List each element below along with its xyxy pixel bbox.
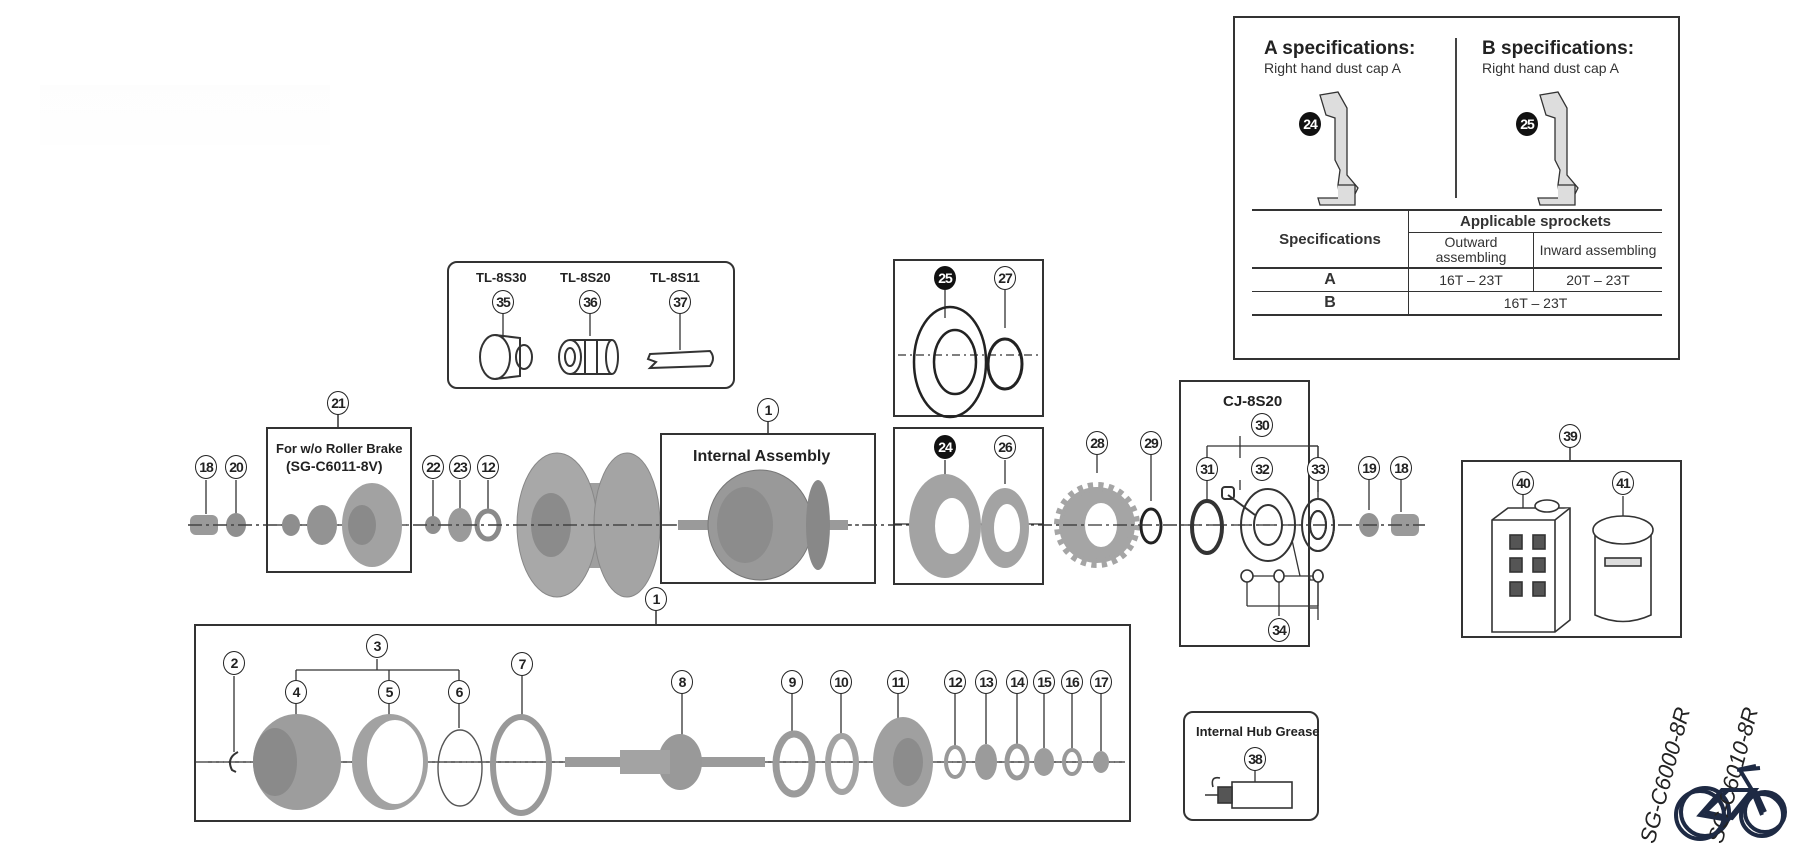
callout-24-spec: 24: [1299, 112, 1321, 136]
internal-hub-grease-label: Internal Hub Grease: [1196, 724, 1320, 739]
callout-38: 38: [1244, 747, 1266, 771]
callout-3: 3: [366, 634, 388, 658]
table-header-specifications: Specifications: [1252, 210, 1409, 268]
callout-25-spec: 25: [1516, 112, 1538, 136]
callout-29: 29: [1140, 431, 1162, 455]
callout-16: 16: [1061, 670, 1083, 694]
callout-19: 19: [1358, 456, 1380, 480]
table-row: B 16T – 23T: [1252, 291, 1662, 315]
table-cell-spec: B: [1252, 291, 1409, 315]
spec-a-subtitle: Right hand dust cap A: [1264, 60, 1401, 76]
sprocket-spec-table: Specifications Applicable sprockets Outw…: [1252, 209, 1662, 316]
callout-5: 5: [378, 680, 400, 704]
roller-brake-label-line2: (SG-C6011-8V): [286, 458, 383, 474]
internal-assembly-label: Internal Assembly: [693, 448, 831, 465]
callout-28: 28: [1086, 431, 1108, 455]
table-cell-outward: 16T – 23T: [1408, 268, 1534, 292]
callout-24: 24: [934, 435, 956, 459]
callout-23: 23: [449, 455, 471, 479]
spec-b-heading: B specifications: Right hand dust cap A: [1482, 38, 1634, 76]
callout-27: 27: [994, 266, 1016, 290]
callout-11: 11: [887, 670, 909, 694]
watermark: [40, 85, 330, 145]
callout-36: 36: [579, 290, 601, 314]
roller-brake-label-line1: For w/o Roller Brake: [276, 441, 403, 456]
callout-12-upper: 12: [477, 455, 499, 479]
table-cell-inward: 20T – 23T: [1566, 272, 1630, 288]
callout-31: 31: [1196, 457, 1218, 481]
callout-10: 10: [830, 670, 852, 694]
callout-41: 41: [1612, 471, 1634, 495]
callout-8: 8: [671, 670, 693, 694]
lower-internal-box: [194, 624, 1131, 822]
callout-6: 6: [448, 680, 470, 704]
table-cell-spec: A: [1252, 268, 1409, 292]
table-header-applicable-sprockets: Applicable sprockets: [1408, 210, 1662, 233]
callout-18-right: 18: [1390, 456, 1412, 480]
spec-a-title: A specifications:: [1264, 38, 1416, 59]
tool-name-tl-8s11: TL-8S11: [650, 270, 700, 285]
table-header-inward: Inward assembling: [1539, 241, 1657, 258]
callout-21: 21: [327, 391, 349, 415]
callout-33: 33: [1307, 457, 1329, 481]
callout-14: 14: [1006, 670, 1028, 694]
callout-1-lower: 1: [645, 587, 667, 611]
callout-2: 2: [223, 651, 245, 675]
spec-a-heading: A specifications: Right hand dust cap A: [1264, 38, 1415, 76]
callout-4: 4: [285, 680, 307, 704]
table-cell-combined: 16T – 23T: [1503, 295, 1568, 311]
table-header-outward: Outward assembling: [1408, 232, 1534, 268]
spec-b-subtitle: Right hand dust cap A: [1482, 60, 1619, 76]
cj-8s20-label: CJ-8S20: [1223, 393, 1283, 410]
callout-37: 37: [669, 290, 691, 314]
callout-15: 15: [1033, 670, 1055, 694]
callout-30: 30: [1251, 413, 1273, 437]
callout-25: 25: [934, 266, 956, 290]
callout-22: 22: [422, 455, 444, 479]
callout-26: 26: [994, 435, 1016, 459]
part-29-shape: [1139, 507, 1163, 545]
callout-39: 39: [1559, 424, 1581, 448]
spec-b-title: B specifications:: [1482, 38, 1635, 59]
callout-7: 7: [511, 652, 533, 676]
callout-9: 9: [781, 670, 803, 694]
tool-name-tl-8s20: TL-8S20: [560, 270, 611, 285]
cj-8s20-box: [1179, 380, 1310, 647]
callout-40: 40: [1512, 471, 1534, 495]
callout-18-left: 18: [195, 455, 217, 479]
callout-13: 13: [975, 670, 997, 694]
callout-20: 20: [225, 455, 247, 479]
callout-32: 32: [1251, 457, 1273, 481]
callout-17: 17: [1090, 670, 1112, 694]
callout-34: 34: [1268, 618, 1290, 642]
callout-35: 35: [492, 290, 514, 314]
callout-12-lower: 12: [944, 670, 966, 694]
tool-name-tl-8s30: TL-8S30: [476, 270, 527, 285]
table-row: A 16T – 23T 20T – 23T: [1252, 268, 1662, 292]
callout-1-upper: 1: [757, 398, 779, 422]
